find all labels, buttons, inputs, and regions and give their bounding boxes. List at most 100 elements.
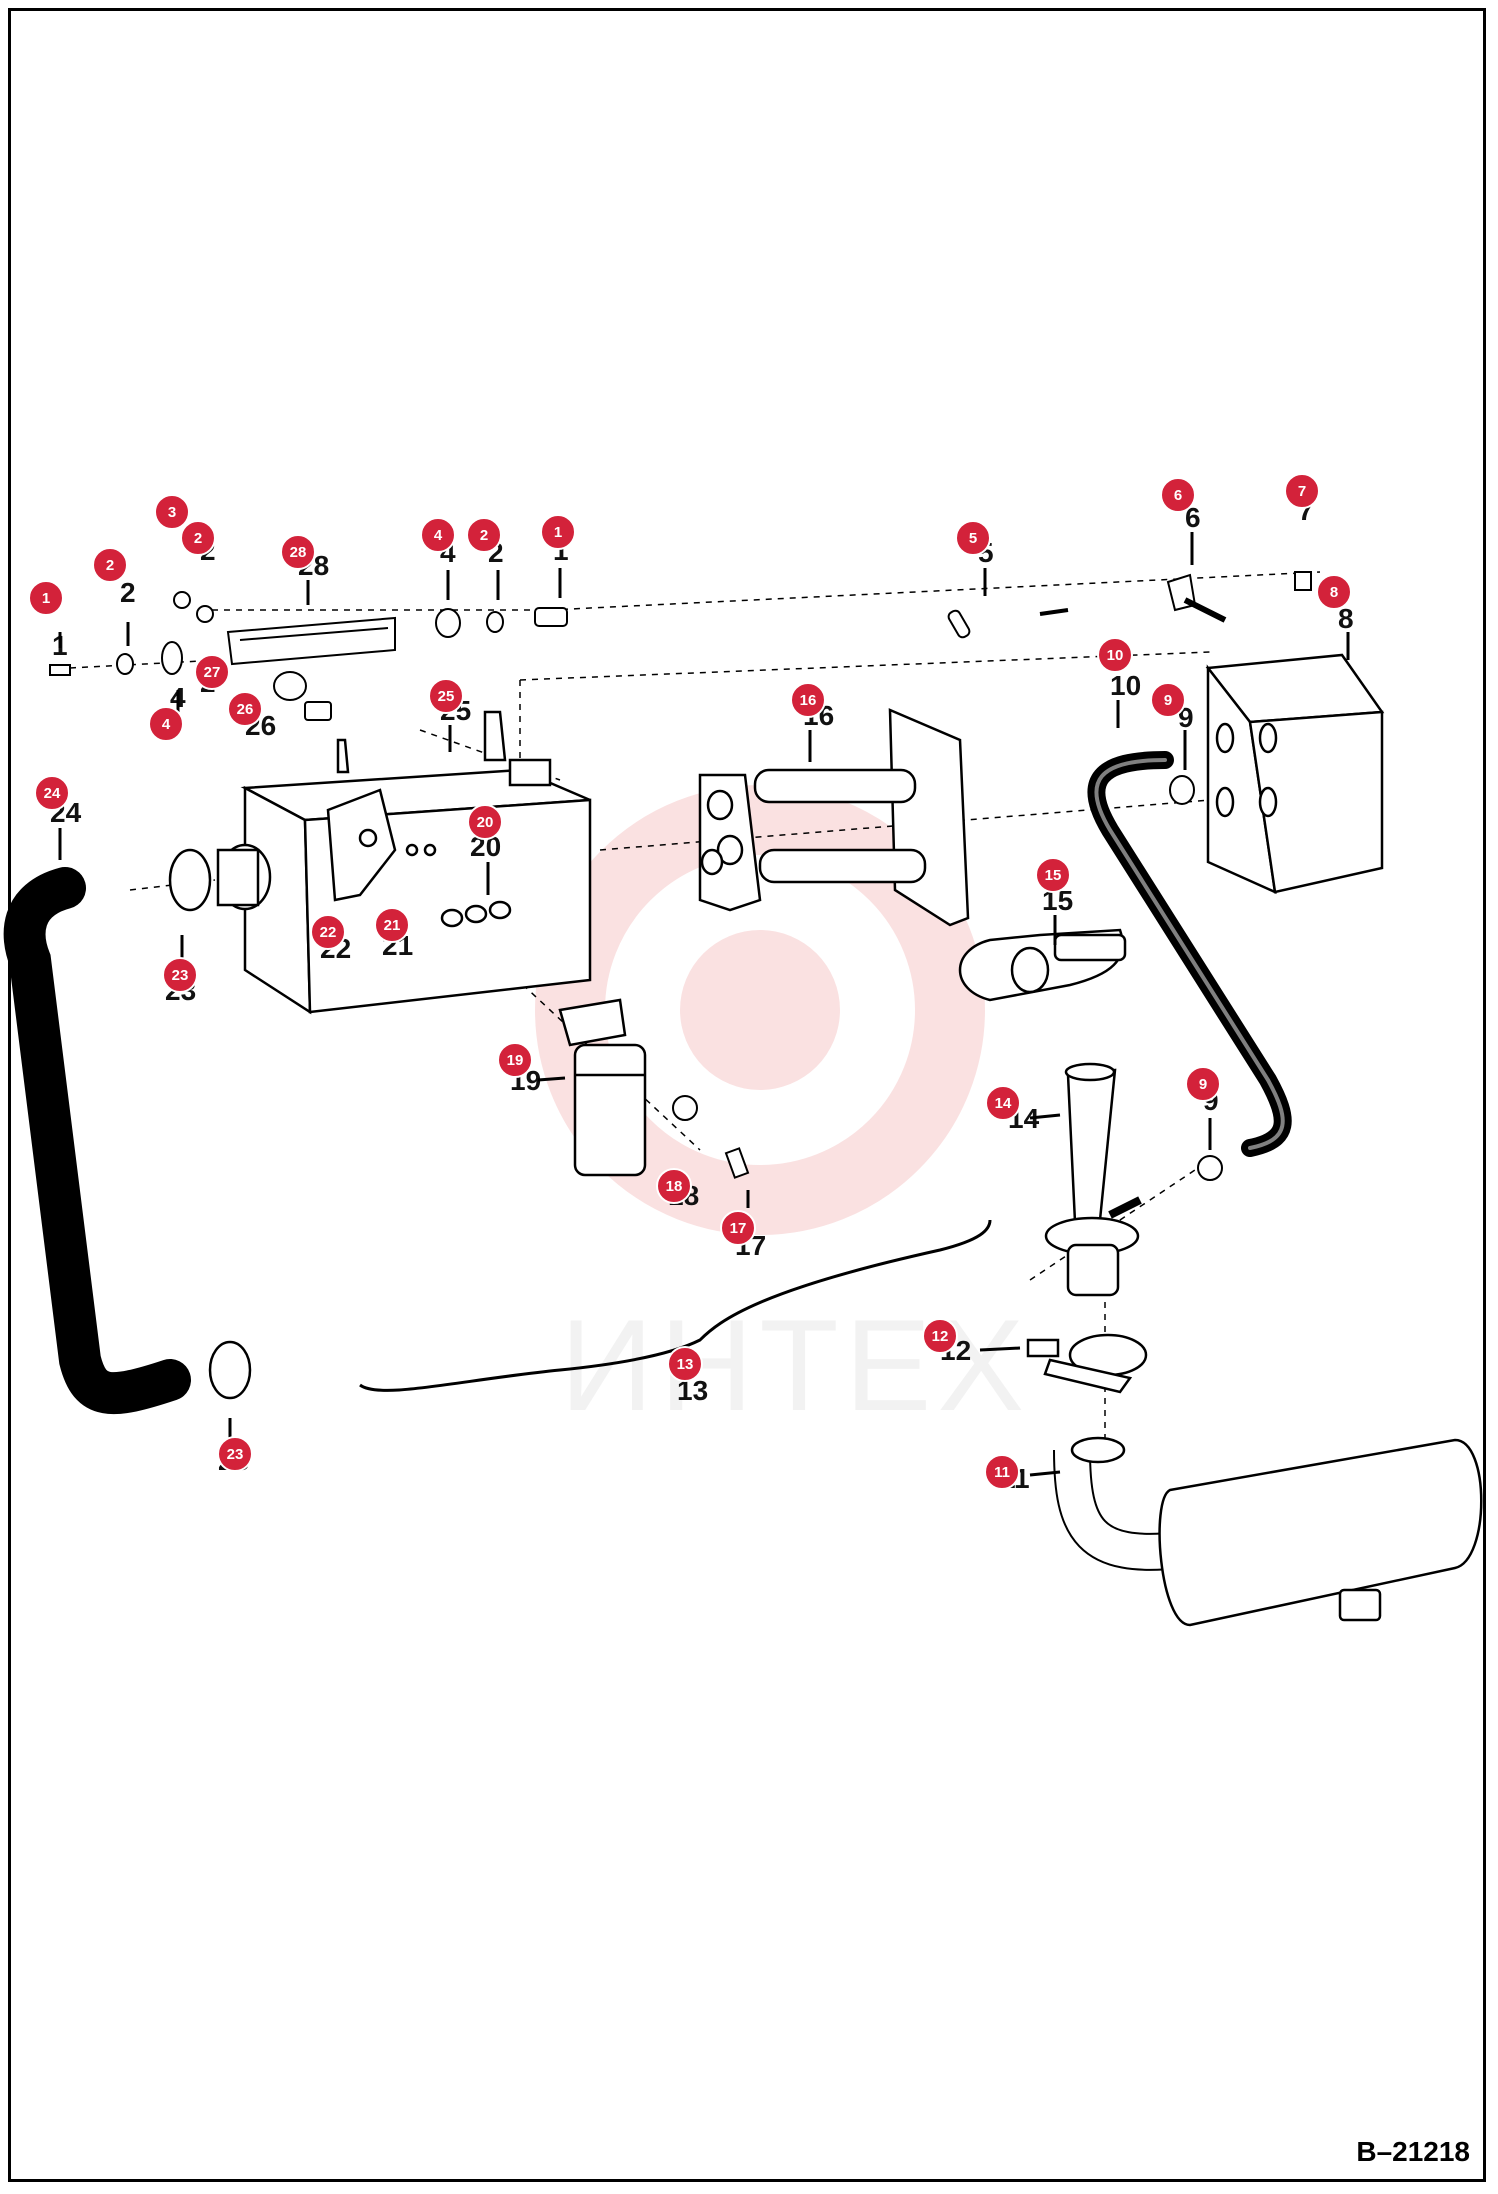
page-border bbox=[8, 8, 1486, 2182]
callout-badge-11: 11 bbox=[984, 1454, 1020, 1490]
watermark-text: ИНТЕХ bbox=[560, 1292, 1030, 1438]
leader-ticks bbox=[58, 532, 1350, 1477]
callout-number: 6 bbox=[1174, 487, 1182, 504]
callout-badge-28: 28 bbox=[280, 534, 316, 570]
callout-badge-1: 1 bbox=[540, 514, 576, 550]
drawing-reference: B–21218 bbox=[1356, 2136, 1470, 2167]
hose-clamp bbox=[1169, 775, 1223, 1181]
washer-left bbox=[116, 591, 214, 675]
callout-badge-12: 12 bbox=[922, 1318, 958, 1354]
callout-badge-22: 22 bbox=[310, 914, 346, 950]
callout-badge-4: 4 bbox=[420, 517, 456, 553]
callout-number: 11 bbox=[994, 1464, 1010, 1481]
callout-number: 12 bbox=[932, 1328, 949, 1345]
callout-number: 1 bbox=[42, 590, 50, 607]
svg-text:2: 2 bbox=[120, 577, 136, 608]
filter-washer bbox=[672, 1095, 698, 1121]
callout-badge-16: 16 bbox=[790, 682, 826, 718]
washer-right bbox=[435, 607, 568, 638]
callout-number: 13 bbox=[677, 1356, 694, 1373]
callout-number: 15 bbox=[1045, 867, 1062, 884]
callout-number: 1 bbox=[554, 524, 562, 541]
filter-bolt bbox=[724, 1147, 750, 1179]
callout-badge-10: 10 bbox=[1097, 637, 1133, 673]
watermark: ИНТЕХ bbox=[535, 785, 1030, 1438]
callout-badge-23: 23 bbox=[217, 1436, 253, 1472]
callout-number: 5 bbox=[969, 530, 977, 547]
nut bbox=[1294, 571, 1312, 591]
svg-text:8: 8 bbox=[1338, 603, 1354, 634]
callout-badge-25: 25 bbox=[428, 678, 464, 714]
callout-number: 28 bbox=[290, 544, 307, 561]
callout-number: 21 bbox=[384, 917, 401, 934]
callout-badge-13: 13 bbox=[667, 1346, 703, 1382]
callout-badge-5: 5 bbox=[955, 520, 991, 556]
large-hose bbox=[3, 867, 191, 1415]
control-box bbox=[1205, 653, 1385, 895]
callout-badge-9: 9 bbox=[1185, 1066, 1221, 1102]
callout-badge-24: 24 bbox=[34, 775, 70, 811]
callout-badge-23: 23 bbox=[162, 957, 198, 993]
heat-exchanger bbox=[698, 708, 970, 927]
bracket-bar bbox=[226, 616, 396, 666]
callout-badge-17: 17 bbox=[720, 1210, 756, 1246]
callout-badge-27: 27 bbox=[194, 654, 230, 690]
callout-number: 8 bbox=[1330, 584, 1338, 601]
callout-number: 2 bbox=[480, 527, 488, 544]
callout-number: 27 bbox=[204, 664, 221, 681]
callout-badge-18: 18 bbox=[656, 1168, 692, 1204]
callout-badge-2: 2 bbox=[180, 520, 216, 556]
callout-number: 9 bbox=[1164, 692, 1172, 709]
callout-number: 7 bbox=[1298, 483, 1306, 500]
callout-number: 4 bbox=[162, 716, 171, 733]
wire-harness bbox=[359, 1219, 992, 1392]
callout-badge-2: 2 bbox=[466, 517, 502, 553]
fuel-filter bbox=[558, 998, 647, 1177]
pipe-clamp bbox=[1026, 1333, 1148, 1394]
callout-number: 23 bbox=[172, 967, 189, 984]
callout-number: 23 bbox=[227, 1446, 244, 1463]
callout-number: 9 bbox=[1199, 1076, 1207, 1093]
callout-number: 2 bbox=[106, 557, 114, 574]
callout-number: 2 bbox=[194, 530, 202, 547]
callout-number: 25 bbox=[438, 688, 455, 705]
heater-housing bbox=[216, 710, 592, 1015]
callout-number: 26 bbox=[237, 701, 254, 718]
callout-number: 14 bbox=[995, 1095, 1012, 1112]
callout-number: 24 bbox=[44, 785, 61, 802]
duct-adapter bbox=[958, 928, 1127, 1002]
callout-badge-26: 26 bbox=[227, 691, 263, 727]
callout-badge-19: 19 bbox=[497, 1042, 533, 1078]
callout-badge-20: 20 bbox=[467, 804, 503, 840]
large-hose-clamp bbox=[168, 848, 252, 1400]
muffler bbox=[1053, 1436, 1483, 1627]
svg-text:6: 6 bbox=[1185, 502, 1201, 533]
callout-number: 22 bbox=[320, 924, 337, 941]
callout-badge-4: 4 bbox=[148, 706, 184, 742]
pin-spring bbox=[947, 608, 1069, 639]
callout-badge-14: 14 bbox=[985, 1085, 1021, 1121]
callout-number: 3 bbox=[168, 504, 176, 521]
callout-number: 18 bbox=[666, 1178, 683, 1195]
callout-number: 17 bbox=[730, 1220, 747, 1237]
callout-badge-6: 6 bbox=[1160, 477, 1196, 513]
callout-number: 10 bbox=[1107, 647, 1124, 664]
callout-badge-9: 9 bbox=[1150, 682, 1186, 718]
callout-badge-15: 15 bbox=[1035, 857, 1071, 893]
latch-bracket bbox=[1166, 573, 1227, 623]
callout-badge-1: 1 bbox=[28, 580, 64, 616]
callout-badge-7: 7 bbox=[1284, 473, 1320, 509]
callout-number: 16 bbox=[800, 692, 817, 709]
defroster-tube bbox=[1044, 1062, 1142, 1297]
callout-number: 4 bbox=[434, 527, 443, 544]
callout-badge-2: 2 bbox=[92, 547, 128, 583]
callout-badge-21: 21 bbox=[374, 907, 410, 943]
callout-badge-3: 3 bbox=[154, 494, 190, 530]
bolt-left bbox=[49, 664, 71, 676]
callout-number: 20 bbox=[477, 814, 494, 831]
svg-text:10: 10 bbox=[1110, 670, 1141, 701]
callout-badge-8: 8 bbox=[1316, 574, 1352, 610]
callout-number: 19 bbox=[507, 1052, 524, 1069]
